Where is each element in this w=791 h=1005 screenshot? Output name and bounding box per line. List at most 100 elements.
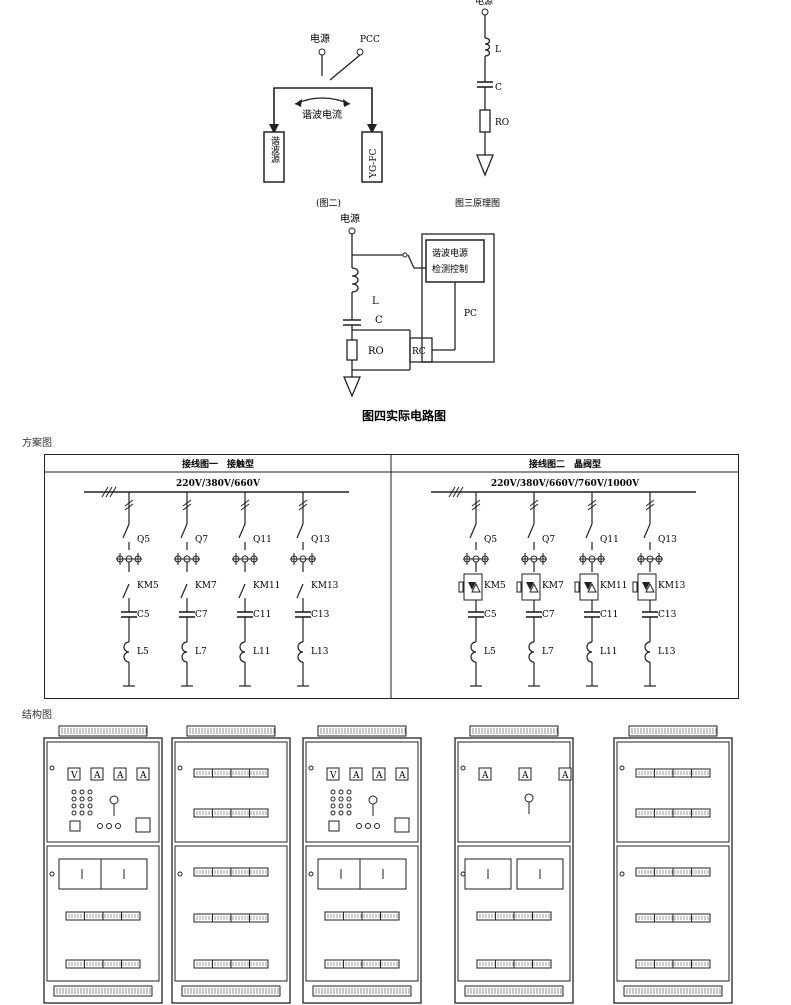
fig4-l-label: L	[372, 296, 379, 307]
scheme-right-voltage: 220V/380V/660V/760V/1000V	[491, 479, 640, 489]
label-l: L7	[195, 647, 207, 657]
meter-a	[90, 767, 104, 781]
cable-tick	[645, 503, 655, 511]
indicator-light	[338, 796, 344, 802]
indicator-light	[338, 810, 344, 816]
contactor-km	[180, 583, 188, 599]
label-c: C5	[137, 610, 150, 620]
push-button	[374, 823, 380, 829]
scheme-section-label: 方案图	[22, 438, 52, 449]
reactor-l	[181, 641, 188, 663]
fig4-control-line1: 谐波电源	[432, 247, 468, 259]
indicator-light	[346, 796, 352, 802]
door-lock	[619, 765, 625, 771]
cabinet-2	[171, 725, 291, 1004]
cable-tick	[182, 503, 192, 511]
fig2-box-right-label: YG-FC	[369, 148, 379, 179]
label-l: L5	[484, 647, 496, 657]
reactor-l	[470, 641, 477, 663]
cabinet-5	[613, 725, 733, 1004]
selector-knob	[109, 795, 119, 805]
label-q: Q11	[600, 535, 619, 545]
fig2-ygfc-box	[361, 131, 383, 183]
meter-label: V	[329, 771, 337, 781]
thyristor-symbol	[587, 582, 597, 593]
label-km: KM5	[484, 581, 506, 591]
contactor-km	[296, 583, 304, 599]
meter-a	[395, 767, 409, 781]
indicator-light	[87, 810, 93, 816]
push-button	[365, 823, 371, 829]
bus-tick	[448, 486, 456, 498]
top-vent	[186, 725, 276, 737]
fig2-pcc-terminal	[356, 48, 364, 56]
figure-4-diagram: 电源 L C RO RC 谐波电源 检测控制 PC 图四实际电路图	[340, 212, 495, 423]
label-km: KM7	[195, 581, 217, 591]
panel-instrument	[135, 817, 151, 833]
meter-a	[113, 767, 127, 781]
fig4-control-line2: 检测控制	[432, 263, 468, 275]
scheme-left-wiring: Q5KM5C5L5Q7KM7C7L7Q11KM11C11L11Q13KM13C1…	[84, 486, 349, 687]
label-q: Q7	[542, 535, 555, 545]
door-lock	[49, 871, 55, 877]
cable-tick	[645, 499, 655, 507]
indicator-light	[338, 803, 344, 809]
scheme-left-voltage: 220V/380V/660V	[176, 479, 261, 489]
bus-tick	[452, 486, 460, 498]
contactor-km	[238, 583, 246, 599]
label-c: C13	[311, 610, 330, 620]
indicator-light	[71, 803, 77, 809]
label-c: C7	[195, 610, 208, 620]
cable-tick	[298, 503, 308, 511]
scheme-diagram: 接线图一 接触型 接线图二 晶阀型 220V/380V/660V 220V/38…	[44, 454, 739, 699]
fig2-source-terminal	[318, 48, 326, 56]
meter-label: V	[70, 771, 78, 781]
bottom-vent	[181, 985, 281, 997]
indicator-light	[71, 796, 77, 802]
door-lock	[177, 871, 183, 877]
reactor-l	[123, 641, 130, 663]
contactor-km	[122, 583, 130, 599]
switch-q	[643, 523, 651, 539]
cable-tick	[587, 503, 597, 511]
cable-tick	[240, 503, 250, 511]
reactor-l	[644, 641, 651, 663]
fig3-caption: 图三原理图	[455, 198, 500, 209]
figure-3-diagram: 电源 L C RO 图三原理图	[455, 0, 509, 209]
push-button	[106, 823, 112, 829]
indicator-light	[79, 796, 85, 802]
figure-2-diagram: 电源 PCC 谐波电流 谐波源 YG-FC (图二)	[263, 32, 383, 209]
upper-door	[174, 741, 288, 843]
thyristor-symbol	[529, 582, 539, 593]
meter-a	[558, 767, 572, 781]
fig4-source-label: 电源	[340, 212, 360, 225]
label-q: Q5	[484, 535, 497, 545]
inspection-window	[359, 858, 407, 890]
door-lock	[49, 765, 55, 771]
fig2-harmonic-source-box	[263, 131, 285, 183]
indicator-light	[87, 796, 93, 802]
label-km: KM11	[253, 581, 280, 591]
fig3-source-label: 电源	[475, 0, 493, 7]
indicator-light	[87, 789, 93, 795]
indicator-light	[79, 803, 85, 809]
label-l: L13	[658, 647, 676, 657]
indicator-light	[79, 810, 85, 816]
fig2-bus-line	[273, 87, 373, 126]
meter-label: A	[116, 771, 124, 781]
cable-tick	[124, 499, 134, 507]
cable-tick	[529, 503, 539, 511]
door-lock	[460, 765, 466, 771]
fig3-ground-arrow	[476, 154, 494, 177]
cable-tick	[182, 499, 192, 507]
door-lock	[308, 871, 314, 877]
indicator-light	[330, 810, 336, 816]
fig4-ground-arrow	[343, 376, 361, 398]
